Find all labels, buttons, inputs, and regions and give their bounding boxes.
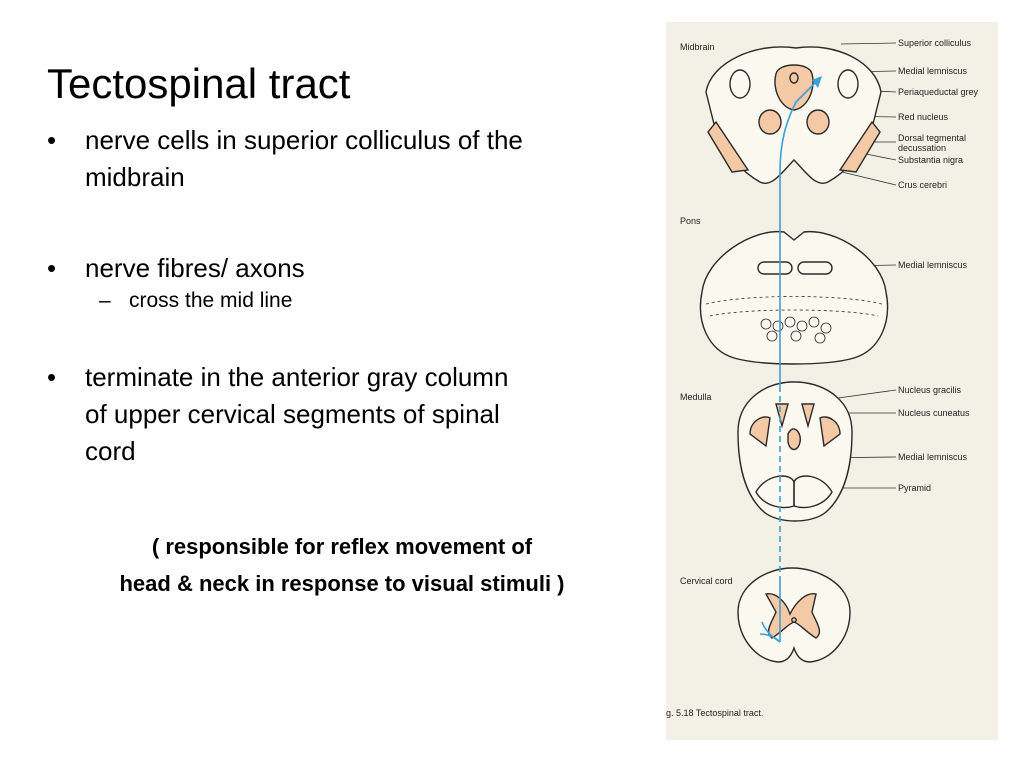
callout-medial-lemniscus-medulla: Medial lemniscus: [898, 452, 968, 462]
slide-title: Tectospinal tract: [47, 60, 351, 107]
midbrain-section: [705, 46, 882, 184]
label-pons: Pons: [680, 216, 701, 226]
label-medulla: Medulla: [680, 392, 712, 402]
bullet-list: • nerve cells in superior colliculus of …: [47, 122, 627, 470]
label-cervical-cord: Cervical cord: [680, 576, 733, 586]
callout-crus-cerebri: Crus cerebri: [898, 180, 947, 190]
bullet-line: terminate in the anterior gray column: [85, 362, 509, 392]
medulla-section: [737, 381, 853, 522]
sub-bullet-item: – cross the mid line: [47, 287, 627, 315]
bullet-line: midbrain: [85, 162, 185, 192]
label-midbrain: Midbrain: [680, 42, 715, 52]
callout-nucleus-gracilis: Nucleus gracilis: [898, 385, 962, 395]
callout-dorsal-tegmental: Dorsal tegmental: [898, 133, 966, 143]
sub-bullet-marker: –: [99, 289, 111, 312]
figure-drawing: Midbrain Pons Medulla Cervical cord Supe…: [666, 38, 979, 718]
callout-periaqueductal-grey: Periaqueductal grey: [898, 87, 979, 97]
bullet-line: of upper cervical segments of spinal: [85, 399, 500, 429]
note-line: ( responsible for reflex movement of: [151, 534, 533, 559]
cervical-cord-section: [737, 567, 851, 663]
callout-substantia-nigra: Substantia nigra: [898, 155, 963, 165]
bullet-marker: •: [47, 125, 57, 155]
bullet-item: • nerve cells in superior colliculus of …: [47, 122, 627, 196]
callout-red-nucleus: Red nucleus: [898, 112, 949, 122]
bullet-item: • terminate in the anterior gray column …: [47, 359, 627, 470]
callout-nucleus-cuneatus: Nucleus cuneatus: [898, 408, 970, 418]
bullet-line: nerve cells in superior colliculus of th…: [85, 125, 523, 155]
figure-caption: g. 5.18 Tectospinal tract.: [666, 708, 763, 718]
callout-pyramid: Pyramid: [898, 483, 931, 493]
callout-superior-colliculus: Superior colliculus: [898, 38, 972, 48]
callout-medial-lemniscus: Medial lemniscus: [898, 66, 968, 76]
sub-bullet-line: cross the mid line: [129, 289, 293, 312]
bullet-marker: •: [47, 362, 57, 392]
bullet-marker: •: [47, 253, 57, 283]
note-line: head & neck in response to visual stimul…: [119, 571, 565, 596]
callout-decussation: decussation: [898, 143, 946, 153]
tectospinal-figure: Midbrain Pons Medulla Cervical cord Supe…: [666, 22, 998, 740]
callout-medial-lemniscus-pons: Medial lemniscus: [898, 260, 968, 270]
bullet-line: nerve fibres/ axons: [85, 253, 305, 283]
tectospinal-tract-line: [759, 79, 819, 643]
bullet-line: cord: [85, 436, 136, 466]
tract-arrowhead: [812, 76, 822, 88]
bullet-item: • nerve fibres/ axons: [47, 250, 627, 287]
pons-section: [699, 230, 889, 365]
